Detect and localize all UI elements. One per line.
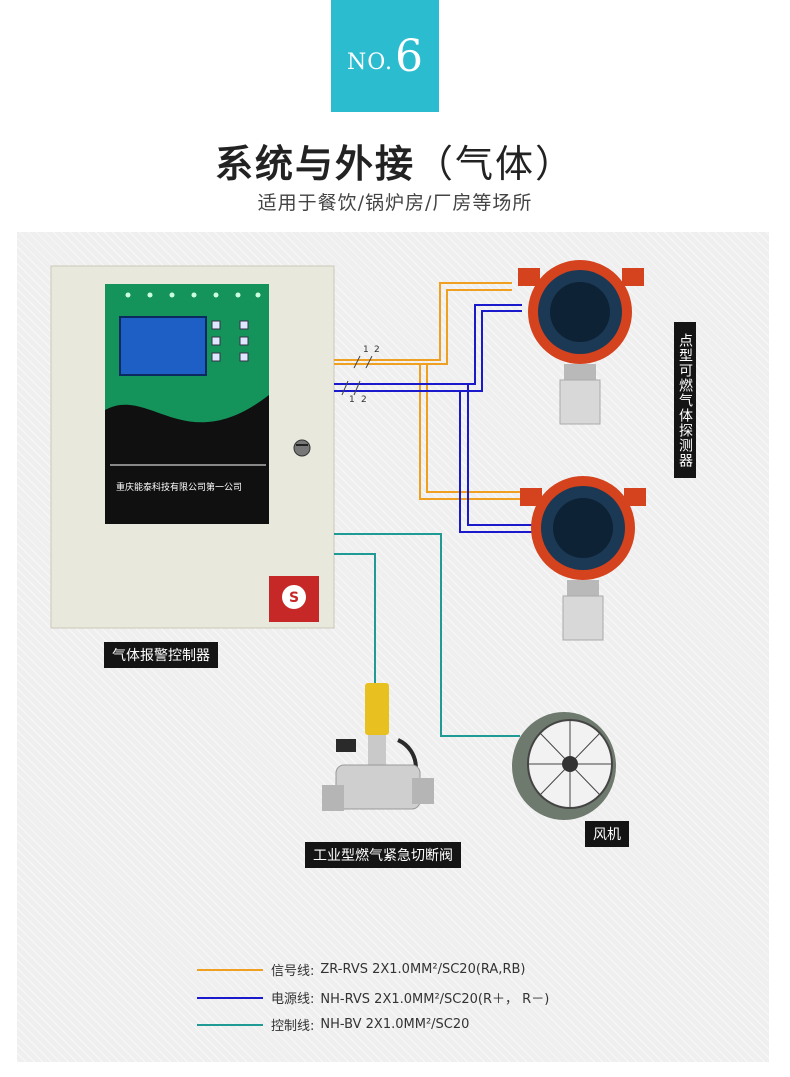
fan-label: 风机 (585, 821, 629, 847)
legend-control: 控制线: NH-BV 2X1.0MM²/SC20 (197, 1015, 469, 1034)
title-main: 系统与外接 (214, 142, 415, 186)
wire-mark-1: 1 (363, 345, 369, 355)
legend-power-name: 电源线: (271, 992, 315, 1007)
legend-power-spec: NH-RVS 2X1.0MM²/SC20(R＋， R－) (320, 992, 550, 1007)
power-wires (334, 304, 534, 533)
wire-mark-4: 2 (361, 395, 367, 405)
detector-label: 点型可燃气体探测器 (674, 322, 696, 478)
legend-control-line (197, 1023, 263, 1026)
controller-cabinet: S 重庆能泰科技有限公司第一公司 (50, 265, 335, 629)
legend-signal-line (197, 968, 263, 971)
valve-label: 工业型燃气紧急切断阀 (305, 842, 461, 868)
exhaust-fan (512, 712, 616, 820)
wire-tick-marks (341, 355, 373, 396)
control-buttons (211, 320, 249, 362)
controller-label: 气体报警控制器 (104, 642, 218, 668)
gas-detector-top (518, 260, 644, 425)
legend-control-name: 控制线: (271, 1019, 315, 1034)
legend-signal: 信号线: ZR-RVS 2X1.0MM²/SC20(RA,RB) (197, 960, 525, 979)
wire-mark-2: 2 (374, 345, 380, 355)
legend-control-spec: NH-BV 2X1.0MM²/SC20 (320, 1017, 470, 1032)
legend-signal-spec: ZR-RVS 2X1.0MM²/SC20(RA,RB) (320, 962, 526, 977)
badge-number: 6 (395, 30, 423, 82)
legend-power: 电源线: NH-RVS 2X1.0MM²/SC20(R＋， R－) (197, 988, 549, 1007)
key-lock-icon (293, 439, 311, 457)
title-paren: （气体） (415, 142, 576, 186)
signal-wires (334, 282, 530, 500)
wire-mark-3: 1 (349, 395, 355, 405)
legend-power-line (197, 996, 263, 999)
control-wires (334, 533, 520, 737)
page-title: 系统与外接（气体） (0, 133, 790, 188)
svg-text:S: S (289, 590, 299, 606)
gas-detector-bottom (520, 476, 646, 641)
badge-prefix: NO. (347, 49, 393, 75)
controller-black-wave (105, 395, 269, 524)
solenoid-valve (322, 683, 434, 811)
page-subtitle: 适用于餐饮/锅炉房/厂房等场所 (257, 192, 533, 214)
legend-signal-name: 信号线: (271, 964, 315, 979)
number-badge: NO. 6 (331, 0, 439, 112)
controller-lcd-screen (119, 316, 207, 376)
controller-company-text: 重庆能泰科技有限公司第一公司 (116, 481, 242, 493)
indicator-lights (125, 292, 261, 298)
